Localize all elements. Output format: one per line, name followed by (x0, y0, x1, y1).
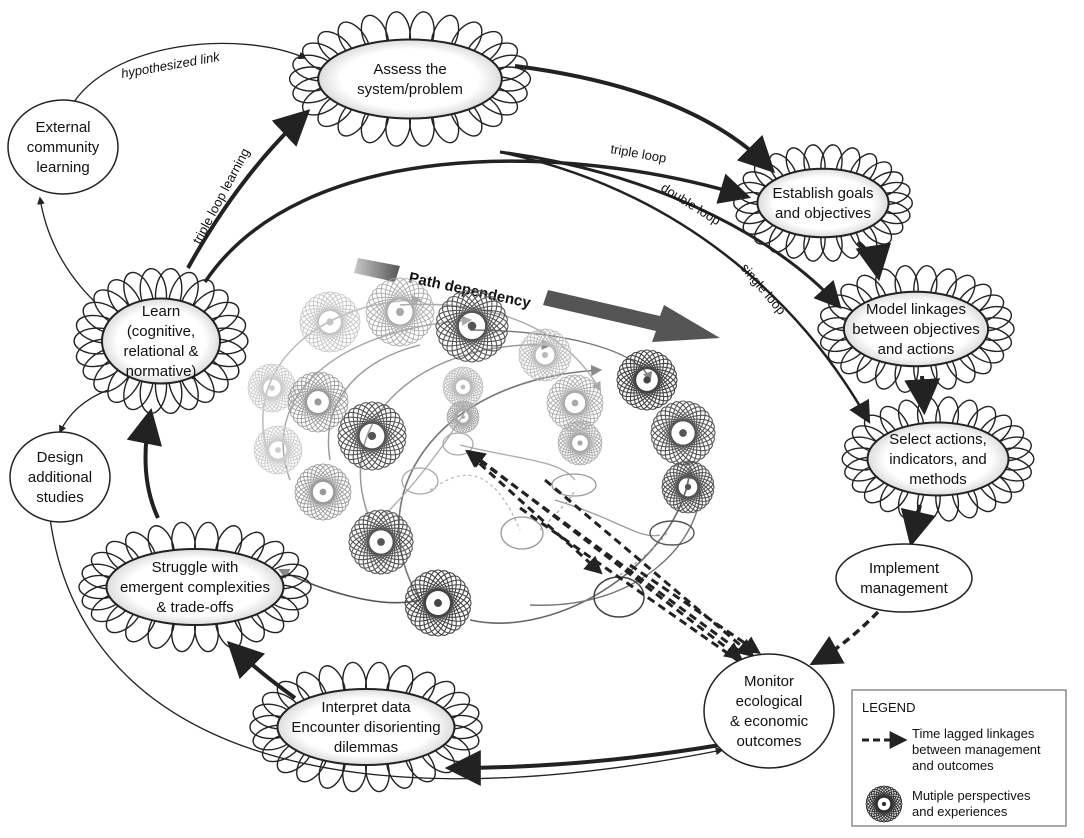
node-monitor-label: outcomes (736, 733, 801, 750)
node-learn-label: relational & (123, 343, 198, 360)
node-external-label: community (27, 139, 100, 156)
legend-perspectives-2: and experiences (912, 804, 1008, 819)
edge-model-select (904, 375, 941, 416)
edge-learn-assess (186, 109, 311, 269)
edge-learn-select (499, 150, 871, 424)
perspective-rosette (365, 277, 435, 347)
node-monitor-label: Monitor (744, 673, 794, 690)
perspective-rosette (661, 460, 715, 514)
edge-design-monitor (49, 517, 724, 780)
label-triple-loop-learning: triple loop learning (189, 146, 252, 247)
perspective-rosette (253, 425, 303, 475)
node-model: Model linkages between objectives and acti… (817, 265, 1015, 393)
node-implement: Implement management (835, 543, 973, 613)
edge-learn-design (59, 389, 109, 434)
node-monitor-label: ecological (736, 693, 803, 710)
label-triple-loop: triple loop (609, 141, 667, 166)
perspective-rosette (348, 509, 414, 575)
node-monitor-label: & economic (730, 713, 809, 730)
edge-struggle-learn (126, 407, 163, 519)
node-external-label: External (35, 119, 90, 136)
edge-assess-goals (514, 64, 776, 174)
node-implement-label: management (860, 580, 948, 597)
node-interpret-label: Interpret data (321, 699, 411, 716)
node-interpret-label: dilemmas (334, 739, 398, 756)
node-design-label: additional (28, 469, 92, 486)
edge-goals-model (855, 240, 892, 282)
perspective-rosette (337, 401, 407, 471)
label-hypothesized-link: hypothesized link (120, 49, 222, 81)
node-select-label: methods (909, 471, 967, 488)
node-design: Design additional studies (9, 431, 111, 523)
legend-title: LEGEND (862, 700, 915, 715)
legend-lagged-3: and outcomes (912, 758, 994, 773)
node-select-label: indicators, and (889, 451, 987, 468)
edge-monitor-interpret (444, 743, 721, 786)
perspective-rosette (650, 400, 716, 466)
legend: LEGEND Time lagged linkages between mana… (851, 689, 1067, 827)
edge-learn-model (499, 150, 842, 309)
label-single-loop: single loop (738, 260, 789, 317)
node-interpret-label: Encounter disorienting (291, 719, 440, 736)
edge-learn-goals (203, 159, 752, 283)
edge-external-assess (69, 42, 307, 109)
perspective-rosette (616, 349, 678, 411)
node-struggle-label: emergent complexities (120, 579, 270, 596)
node-goals-label: Establish goals (773, 185, 874, 202)
node-learn-label: (cognitive, (127, 323, 195, 340)
node-model-label: and actions (878, 341, 955, 358)
node-learn-label: Learn (142, 303, 180, 320)
perspective-rosette (294, 463, 352, 521)
perspective-rosette (404, 569, 472, 637)
perspective-rosette (299, 291, 361, 353)
node-implement-label: Implement (869, 560, 940, 577)
perspective-rosette (442, 366, 484, 408)
perspective-rosette (446, 400, 480, 434)
perspective-rosette (435, 289, 509, 363)
perspective-rosette (287, 371, 349, 433)
legend-lagged-2: between management (912, 742, 1041, 757)
legend-lagged-1: Time lagged linkages (912, 726, 1035, 741)
node-model-label: between objectives (852, 321, 980, 338)
edge-learn-external (37, 196, 96, 303)
node-goals-label: and objectives (775, 205, 871, 222)
node-external: External community learning (7, 99, 119, 195)
node-select-label: Select actions, (889, 431, 987, 448)
node-goals: Establish goals and objectives (732, 144, 914, 262)
node-assess-label: Assess the (373, 61, 446, 78)
node-struggle-label: & trade-offs (156, 599, 233, 616)
node-struggle: Struggle with emergent complexities & trad… (78, 521, 312, 653)
node-external-label: learning (36, 159, 89, 176)
node-learn: Learn (cognitive, relational & normative) (73, 267, 249, 415)
node-design-label: Design (37, 449, 84, 466)
node-model-label: Model linkages (866, 301, 966, 318)
node-learn-label: normative) (126, 363, 197, 380)
edge-implement-monitor (809, 610, 880, 666)
node-monitor: Monitor ecological & economic outcomes (703, 653, 835, 769)
node-design-label: studies (36, 489, 84, 506)
perspective-rosette (518, 328, 572, 382)
node-assess: Assess the system/problem (288, 11, 532, 147)
edge-interpret-struggle (226, 640, 297, 700)
node-assess-label: system/problem (357, 81, 463, 98)
node-select: Select actions, indicators, and methods (841, 396, 1035, 522)
legend-perspectives-1: Mutiple perspectives (912, 788, 1031, 803)
node-struggle-label: Struggle with (152, 559, 239, 576)
perspective-rosette (557, 420, 603, 466)
legend-rosette-icon (865, 785, 903, 823)
